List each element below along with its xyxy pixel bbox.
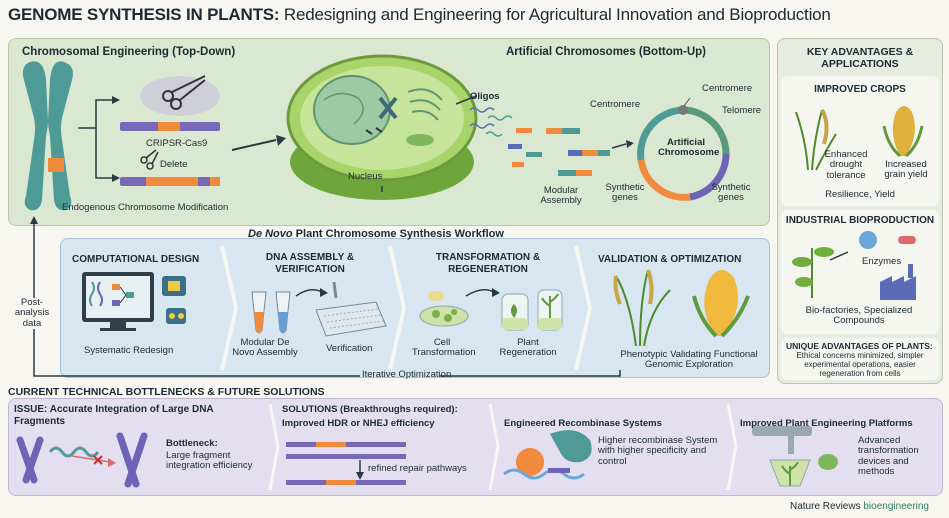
delete-label: Delete: [160, 159, 188, 170]
refined-label: refined repair pathways: [368, 463, 467, 474]
unique-text: Ethical concerns minimized, simpler expe…: [796, 351, 924, 378]
industrial-caption: Bio-factories, Specialized Compounds: [805, 305, 913, 327]
capsule-icon: [898, 236, 916, 244]
workflow-title: De Novo Plant Chromosome Synthesis Workf…: [248, 228, 504, 240]
rice-plant-icon: [613, 269, 671, 347]
endogenous-label: Endogenous Chromosome Modification: [62, 202, 229, 213]
corn-crop-icon: [882, 106, 924, 158]
bottlenecks-header: CURRENT TECHNICAL BOTTLENECKS & FUTURE S…: [8, 386, 325, 398]
workflow-title-italic: De Novo: [248, 228, 293, 240]
corn-icon: [692, 270, 750, 338]
synthetic-genes-left-label: Synthetic genes: [605, 182, 645, 204]
bottleneck-text: Large fragment integration efficiency: [166, 450, 253, 472]
bottom-up-header: Artificial Chromosomes (Bottom-Up): [506, 46, 706, 58]
centromere-left-label: Centromere: [590, 99, 641, 110]
crispr-label: CRIPSR-Cas9: [146, 138, 208, 149]
unique-header: UNIQUE ADVANTAGES OF PLANTS:: [786, 341, 933, 351]
artificial-chromosome-ring: [637, 105, 730, 201]
journal-credit: Nature Reviews bioengineering: [790, 501, 929, 512]
crops-header: IMPROVED CROPS: [814, 84, 906, 95]
factory-icon: [880, 264, 916, 300]
step-assembly-caption-b: Verification: [326, 343, 373, 354]
step-transformation-caption-a: Cell Transformation: [412, 337, 476, 359]
top-down-header: Chromosomal Engineering (Top-Down): [22, 46, 236, 58]
scissors-icon: [162, 75, 206, 110]
platform-text: Advanced transformation devices and meth…: [858, 435, 919, 478]
platform-header: Improved Plant Engineering Platforms: [740, 418, 913, 429]
petri-dish-icon: [419, 291, 469, 327]
step-transformation-caption-b: Plant Regeneration: [499, 337, 557, 359]
oligos-label: Oligos: [470, 91, 500, 102]
step-computational-caption: Systematic Redesign: [84, 345, 174, 356]
small-scissors-icon: [140, 149, 159, 170]
plant-sprout-icon: [792, 247, 834, 298]
nucleus-label: Nucleus: [348, 171, 383, 182]
journal-name: Nature Reviews: [790, 501, 861, 512]
step-transformation-header: TRANSFORMATION & REGENERATION: [435, 252, 541, 275]
unique-box: [781, 338, 939, 380]
recombinase-icon: [503, 430, 592, 480]
step-validation-header: VALIDATION & OPTIMIZATION: [598, 254, 742, 265]
chromosome-icon: [22, 61, 73, 211]
recombinase-header: Engineered Recombinase Systems: [504, 418, 662, 429]
chromosome-left-icon: [16, 436, 44, 484]
solutions-header: SOLUTIONS (Breakthroughs required):: [282, 404, 458, 415]
step-assembly-header: DNA ASSEMBLY & VERIFICATION: [265, 252, 355, 275]
issue-label: ISSUE: Accurate Integration of Large DNA…: [14, 404, 214, 427]
step-validation-caption: Phenotypic Validating Functional Genomic…: [620, 349, 758, 371]
industrial-header: INDUSTRIAL BIOPRODUCTION: [785, 215, 935, 226]
test-tubes-icon: [251, 291, 291, 334]
wheat-icon: [795, 109, 837, 171]
post-analysis-label: Post-analysis data: [6, 297, 58, 330]
crops-caption: Resilience, Yield: [825, 189, 895, 200]
recombinase-text: Higher recombinase System with higher sp…: [598, 435, 718, 467]
step-assembly-caption-a: Modular De Novo Assembly: [232, 337, 298, 359]
computer-icon: [82, 272, 154, 331]
modular-assembly-label: Modular Assembly: [540, 185, 582, 207]
workflow-title-rest: Plant Chromosome Synthesis Workflow: [292, 228, 504, 240]
centromere-top-label: Centromere: [702, 83, 753, 94]
well-plate-icon: [315, 301, 387, 337]
journal-section: bioengineering: [863, 501, 929, 512]
crop-yield-label: Increased grain yield: [884, 159, 928, 181]
enzyme-icon: [859, 231, 877, 249]
gene-gun-icon: [752, 426, 838, 487]
advantages-header: KEY ADVANTAGES & APPLICATIONS: [806, 46, 914, 71]
crop-drought-label: Enhanced drought tolerance: [824, 149, 868, 181]
step-computational-header: COMPUTATIONAL DESIGN: [72, 254, 200, 265]
artificial-chromosome-label: Artificial Chromosome: [658, 137, 720, 159]
synthetic-genes-right-label: Synthetic genes: [711, 182, 751, 204]
chromosome-right-icon: [116, 432, 148, 488]
title-bold: GENOME SYNTHESIS IN PLANTS:: [8, 5, 280, 24]
bottleneck-title: Bottleneck:: [166, 438, 218, 449]
title-rest: Redesigning and Engineering for Agricult…: [279, 5, 831, 24]
enzymes-label: Enzymes: [862, 256, 902, 267]
culture-jar-icon: [501, 289, 563, 331]
iterative-label: Iterative Optimization: [362, 369, 452, 380]
telomere-label: Telomere: [722, 105, 762, 116]
page-title: GENOME SYNTHESIS IN PLANTS: Redesigning …: [8, 5, 831, 25]
solutions-sub: Improved HDR or NHEJ efficiency: [282, 418, 435, 429]
chip-icon: [162, 276, 186, 324]
